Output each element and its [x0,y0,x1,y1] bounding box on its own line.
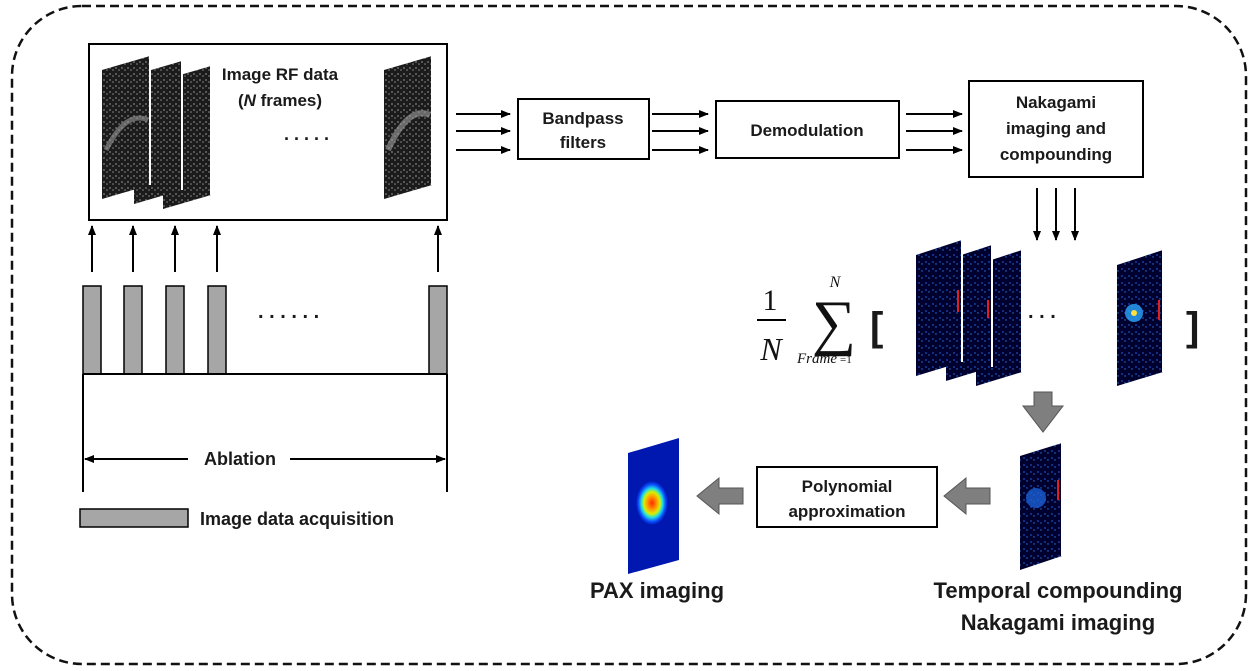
pulse [82,285,102,375]
formula-numerator: 1 [763,284,778,317]
ablation-label: Ablation [204,449,276,469]
flow-arrows-3 [906,110,963,154]
legend-label: Image data acquisition [200,509,394,529]
ultrasound-frame-last [384,56,433,199]
outer-frame [10,4,1248,666]
rf-data-ellipsis: . . . . . [284,124,329,144]
bandpass-block: Bandpass filters [517,98,650,160]
gray-arrow-left-2 [696,476,744,516]
nakagami-frame-stack [916,240,1023,386]
legend-swatch [79,508,189,528]
formula-bracket-open: [ [870,305,883,349]
svg-text:Bandpass: Bandpass [542,109,623,128]
pulse-ellipsis: . . . . . . [258,301,319,323]
svg-text:compounding: compounding [1000,145,1112,164]
svg-text:Nakagami: Nakagami [1016,93,1096,112]
polynomial-block: Polynomial approximation [756,466,938,528]
rf-data-frames: (N frames) [238,91,322,110]
acquisition-pulses [82,285,448,375]
flow-arrows-2 [652,110,709,154]
formula-sigma: ∑ [812,289,856,357]
acquisition-arrows [88,225,442,272]
formula-lower-limit-eq: =1 [840,354,852,366]
ultrasound-frame [102,56,151,199]
svg-text:filters: filters [560,133,606,152]
pulse [165,285,185,375]
rf-data-title: Image RF data [222,65,339,84]
temporal-compounding-label: Temporal compounding [934,578,1183,603]
demodulation-block: Demodulation [715,100,900,159]
svg-text:Demodulation: Demodulation [750,121,863,140]
pax-imaging-label: PAX imaging [590,578,724,603]
gray-arrow-down [1021,391,1065,433]
gray-arrow-left-1 [943,476,991,516]
formula-lower-limit: Frame [796,351,837,367]
temporal-compounding-frame [1020,443,1063,570]
nakagami-block: Nakagami imaging and compounding [968,80,1144,178]
formula-upper-limit: N [829,274,842,291]
compounding-formula: 1 N N ∑ Frame =1 [ ] . . . [757,274,1199,367]
pulse [123,285,143,375]
pulse [207,285,227,375]
svg-text:imaging and: imaging and [1006,119,1106,138]
formula-bracket-close: ] [1186,305,1199,349]
flow-arrows-down [1033,188,1079,241]
formula-ellipsis: . . . [1028,301,1056,323]
flow-arrows-1 [456,110,511,154]
ultrasound-frame-stack [102,56,212,209]
pax-image [628,438,679,574]
svg-text:approximation: approximation [788,502,905,521]
pulse [428,285,448,375]
nakagami-frame [916,240,963,376]
nakagami-imaging-label: Nakagami imaging [961,610,1155,635]
formula-denominator: N [759,331,783,367]
svg-text:Polynomial: Polynomial [802,477,893,496]
nakagami-frame-last [1117,250,1164,386]
